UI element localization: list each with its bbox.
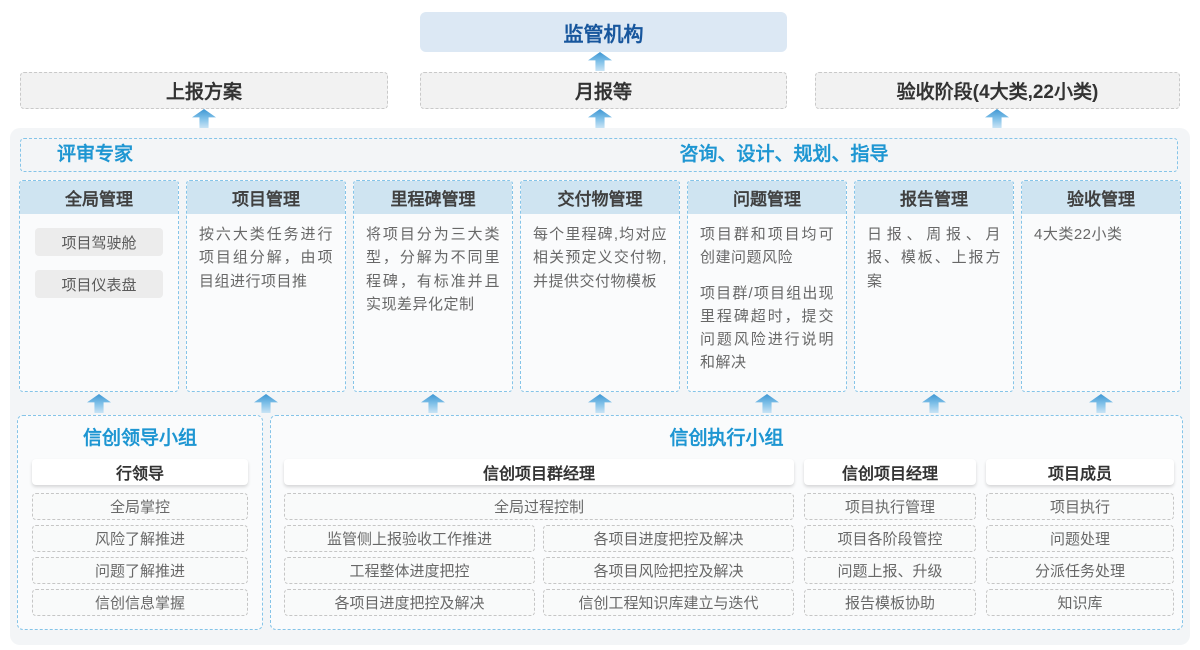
column-project-management: 项目管理 按六大类任务进行项目组分解，由项目组进行项目推 bbox=[186, 180, 346, 392]
column-description: 按六大类任务进行项目组分解，由项目组进行项目推 bbox=[199, 226, 333, 290]
report-acceptance-box: 验收阶段(4大类,22小类) bbox=[815, 72, 1180, 109]
column-title: 全局管理 bbox=[20, 181, 178, 214]
project-members-column: 项目成员 项目执行 问题处理 分派任务处理 知识库 bbox=[986, 454, 1174, 621]
report-monthly-label: 月报等 bbox=[574, 82, 632, 103]
arrow-up-icon bbox=[922, 394, 946, 413]
report-acceptance-label: 验收阶段(4大类,22小类) bbox=[896, 82, 1099, 103]
arrow-up-icon bbox=[588, 109, 612, 128]
leadership-group-title: 信创领导小组 bbox=[82, 428, 197, 449]
program-manager-item: 监管侧上报验收工作推进 bbox=[284, 525, 535, 552]
report-plan-label: 上报方案 bbox=[165, 82, 242, 103]
platform-container: 评审专家 咨询、设计、规划、指导 全局管理 项目驾驶舱 项目仪表盘 项目管理 按… bbox=[10, 128, 1190, 645]
column-description: 项目群和项目均可创建问题风险 bbox=[700, 226, 834, 267]
leadership-item: 风险了解推进 bbox=[32, 525, 248, 552]
column-title: 交付物管理 bbox=[521, 181, 679, 214]
column-description: 4大类22小类 bbox=[1034, 226, 1123, 243]
role-bank-leaders: 行领导 bbox=[32, 459, 248, 485]
leadership-item: 信创信息掌握 bbox=[32, 589, 248, 616]
execution-group-title: 信创执行小组 bbox=[669, 428, 784, 449]
arrow-up-icon bbox=[588, 394, 612, 413]
program-manager-item: 各项目进度把控及解决 bbox=[543, 525, 794, 552]
consulting-label: 咨询、设计、规划、指导 bbox=[679, 144, 889, 165]
column-milestone-management: 里程碑管理 将项目分为三大类型，分解为不同里程碑，有标准并且实现差异化定制 bbox=[353, 180, 513, 392]
project-manager-item: 项目执行管理 bbox=[804, 493, 976, 520]
column-title: 问题管理 bbox=[688, 181, 846, 214]
column-issue-management: 问题管理 项目群和项目均可创建问题风险 项目群/项目组出现里程碑超时，提交问题风… bbox=[687, 180, 847, 392]
report-monthly-box: 月报等 bbox=[420, 72, 787, 109]
column-deliverable-management: 交付物管理 每个里程碑,均对应相关预定义交付物,并提供交付物模板 bbox=[520, 180, 680, 392]
member-item: 项目执行 bbox=[986, 493, 1174, 520]
project-manager-item: 问题上报、升级 bbox=[804, 557, 976, 584]
program-manager-item: 各项目进度把控及解决 bbox=[284, 589, 535, 616]
column-description: 项目群/项目组出现里程碑超时，提交问题风险进行说明和解决 bbox=[700, 284, 834, 372]
column-acceptance-management: 验收管理 4大类22小类 bbox=[1021, 180, 1181, 392]
role-project-members: 项目成员 bbox=[986, 459, 1174, 485]
role-project-manager: 信创项目经理 bbox=[804, 459, 976, 485]
arrow-up-icon bbox=[755, 394, 779, 413]
column-title: 验收管理 bbox=[1022, 181, 1180, 214]
arrow-up-icon bbox=[192, 109, 216, 128]
program-manager-column: 信创项目群经理 全局过程控制 监管侧上报验收工作推进 工程整体进度把控 各项目进… bbox=[284, 454, 794, 621]
regulator-label: 监管机构 bbox=[563, 23, 644, 46]
pill-project-dashboard: 项目仪表盘 bbox=[35, 270, 163, 298]
execution-group: 信创执行小组 信创项目群经理 全局过程控制 监管侧上报验收工作推进 工程整体进度… bbox=[270, 415, 1183, 630]
arrow-up-icon bbox=[588, 52, 612, 71]
program-manager-item: 工程整体进度把控 bbox=[284, 557, 535, 584]
experts-band: 评审专家 咨询、设计、规划、指导 bbox=[20, 138, 1178, 172]
report-plan-box: 上报方案 bbox=[20, 72, 388, 109]
module-columns: 全局管理 项目驾驶舱 项目仪表盘 项目管理 按六大类任务进行项目组分解，由项目组… bbox=[19, 180, 1181, 392]
arrow-up-icon bbox=[254, 394, 278, 413]
pill-project-cockpit: 项目驾驶舱 bbox=[35, 228, 163, 256]
column-description: 每个里程碑,均对应相关预定义交付物,并提供交付物模板 bbox=[533, 226, 667, 290]
leadership-item: 问题了解推进 bbox=[32, 557, 248, 584]
arrow-up-icon bbox=[1089, 394, 1113, 413]
column-report-management: 报告管理 日报、周报、月报、模板、上报方案 bbox=[854, 180, 1014, 392]
column-title: 报告管理 bbox=[855, 181, 1013, 214]
program-manager-item: 信创工程知识库建立与迭代 bbox=[543, 589, 794, 616]
program-manager-item: 各项目风险把控及解决 bbox=[543, 557, 794, 584]
experts-label: 评审专家 bbox=[57, 144, 134, 165]
project-manager-item: 报告模板协助 bbox=[804, 589, 976, 616]
member-item: 问题处理 bbox=[986, 525, 1174, 552]
column-description: 将项目分为三大类型，分解为不同里程碑，有标准并且实现差异化定制 bbox=[366, 226, 500, 313]
program-manager-item: 全局过程控制 bbox=[284, 493, 794, 520]
arrow-up-icon bbox=[985, 109, 1009, 128]
arrow-up-icon bbox=[87, 394, 111, 413]
column-description: 日报、周报、月报、模板、上报方案 bbox=[867, 226, 1001, 290]
project-manager-item: 项目各阶段管控 bbox=[804, 525, 976, 552]
column-title: 里程碑管理 bbox=[354, 181, 512, 214]
arrow-up-icon bbox=[421, 394, 445, 413]
project-manager-column: 信创项目经理 项目执行管理 项目各阶段管控 问题上报、升级 报告模板协助 bbox=[804, 454, 976, 621]
role-program-manager: 信创项目群经理 bbox=[284, 459, 794, 485]
regulator-box: 监管机构 bbox=[420, 12, 787, 52]
member-item: 分派任务处理 bbox=[986, 557, 1174, 584]
column-global-management: 全局管理 项目驾驶舱 项目仪表盘 bbox=[19, 180, 179, 392]
leadership-group: 信创领导小组 行领导 全局掌控 风险了解推进 问题了解推进 信创信息掌握 bbox=[17, 415, 263, 630]
column-title: 项目管理 bbox=[187, 181, 345, 214]
member-item: 知识库 bbox=[986, 589, 1174, 616]
leadership-item: 全局掌控 bbox=[32, 493, 248, 520]
